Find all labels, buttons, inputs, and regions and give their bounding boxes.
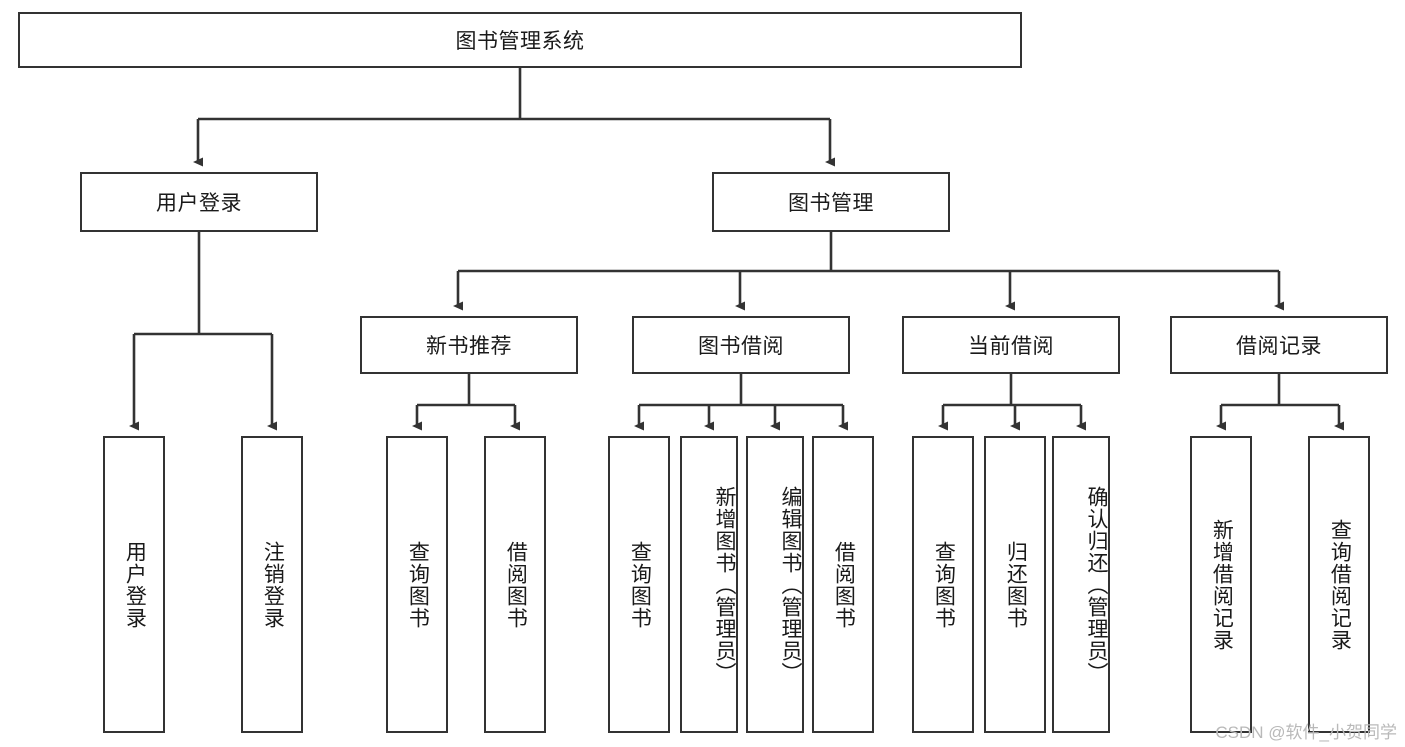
node-current-borrow-label: 当前借阅: [968, 335, 1054, 358]
leaf-edit-book-label: 编辑图书（管理员）: [779, 485, 802, 684]
leaf-query-book-borrow-label: 查询图书: [628, 540, 652, 629]
leaf-borrow-book[interactable]: 借阅图书: [812, 436, 874, 733]
node-book-borrow[interactable]: 图书借阅: [632, 316, 850, 374]
leaf-user-login[interactable]: 用户登录: [103, 436, 165, 733]
node-book-management[interactable]: 图书管理: [712, 172, 950, 232]
watermark-text: CSDN @软件_小贺同学: [1215, 723, 1397, 742]
node-borrow-records-label: 借阅记录: [1236, 335, 1322, 358]
leaf-query-book-current[interactable]: 查询图书: [912, 436, 974, 733]
node-borrow-records[interactable]: 借阅记录: [1170, 316, 1388, 374]
node-book-borrow-label: 图书借阅: [698, 335, 784, 358]
node-new-book-recommend[interactable]: 新书推荐: [360, 316, 578, 374]
node-current-borrow[interactable]: 当前借阅: [902, 316, 1120, 374]
leaf-confirm-return[interactable]: 确认归还（管理员）: [1052, 436, 1110, 733]
leaf-query-record[interactable]: 查询借阅记录: [1308, 436, 1370, 733]
leaf-borrow-book-label: 借阅图书: [832, 540, 856, 629]
node-book-management-label: 图书管理: [788, 192, 874, 215]
leaf-borrow-book-rec[interactable]: 借阅图书: [484, 436, 546, 733]
node-new-book-recommend-label: 新书推荐: [426, 335, 512, 358]
leaf-borrow-book-rec-label: 借阅图书: [504, 540, 528, 629]
leaf-return-book[interactable]: 归还图书: [984, 436, 1046, 733]
node-root-label: 图书管理系统: [455, 30, 585, 53]
leaf-logout[interactable]: 注销登录: [241, 436, 303, 733]
leaf-return-book-label: 归还图书: [1004, 540, 1028, 629]
node-root[interactable]: 图书管理系统: [18, 12, 1022, 68]
leaf-query-book-borrow[interactable]: 查询图书: [608, 436, 670, 733]
leaf-add-book-label: 新增图书（管理员）: [713, 485, 736, 684]
leaf-user-login-label: 用户登录: [123, 540, 147, 629]
leaf-query-record-label: 查询借阅记录: [1328, 518, 1352, 651]
leaf-add-book[interactable]: 新增图书（管理员）: [680, 436, 738, 733]
leaf-logout-label: 注销登录: [261, 540, 285, 629]
leaf-add-record-label: 新增借阅记录: [1210, 518, 1234, 651]
leaf-query-book-current-label: 查询图书: [932, 540, 956, 629]
leaf-confirm-return-label: 确认归还（管理员）: [1085, 485, 1108, 684]
leaf-add-record[interactable]: 新增借阅记录: [1190, 436, 1252, 733]
leaf-query-book-rec[interactable]: 查询图书: [386, 436, 448, 733]
node-user-login[interactable]: 用户登录: [80, 172, 318, 232]
leaf-edit-book[interactable]: 编辑图书（管理员）: [746, 436, 804, 733]
node-user-login-label: 用户登录: [156, 192, 242, 215]
leaf-query-book-rec-label: 查询图书: [406, 540, 430, 629]
